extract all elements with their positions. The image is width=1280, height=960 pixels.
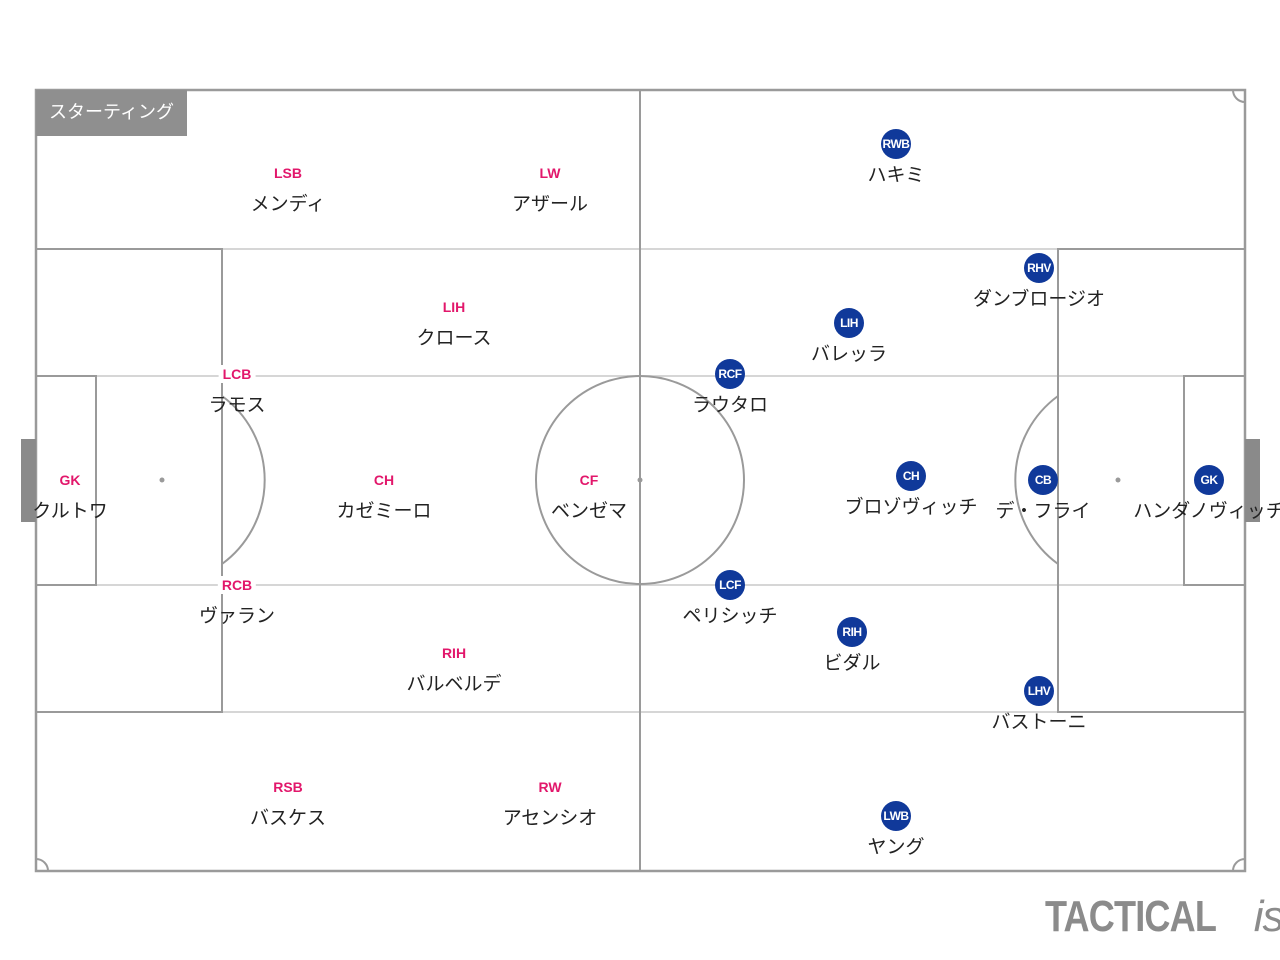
away-position-ch[interactable]: CH [896,461,926,491]
away-position-rhv[interactable]: RHV [1024,253,1054,283]
home-player-name-rih[interactable]: バルベルデ [406,673,502,695]
away-player-name-cb[interactable]: デ・フライ [995,500,1091,522]
home-position-lih[interactable]: LIH [438,298,470,316]
home-player-name-rw[interactable]: アセンシオ [502,807,598,829]
away-player-name-rwb[interactable]: ハキミ [867,164,925,186]
home-position-lcb[interactable]: LCB [218,365,256,383]
home-position-gk[interactable]: GK [55,471,85,489]
away-player-name-rhv[interactable]: ダンブロージオ [972,288,1106,310]
away-player-name-rcf[interactable]: ラウタロ [691,394,769,416]
home-position-rsb[interactable]: RSB [269,778,307,796]
home-player-name-lcb[interactable]: ラモス [208,394,266,416]
away-player-name-lwb[interactable]: ヤング [867,836,925,858]
right-penalty-arc [1014,395,1059,565]
home-player-name-cf[interactable]: ベンゼマ [550,500,628,522]
center-circle [535,375,745,585]
center-spot [637,477,643,483]
away-position-lwb[interactable]: LWB [881,801,911,831]
away-player-name-ch[interactable]: ブロゾヴィッチ [844,496,978,518]
home-player-name-lw[interactable]: アザール [511,193,589,215]
away-position-cb[interactable]: CB [1028,465,1058,495]
home-player-name-rsb[interactable]: バスケス [249,807,327,829]
away-player-name-lcf[interactable]: ペリシッチ [682,605,778,627]
tab-starting[interactable]: スターティング [36,90,187,136]
home-player-name-ch[interactable]: カゼミーロ [336,500,432,522]
right-penalty-spot [1115,477,1121,483]
tacticalista-logo: TACTICAL ista [1045,892,1280,942]
away-position-rcf[interactable]: RCF [715,359,745,389]
home-position-ch[interactable]: CH [369,471,399,489]
away-player-name-lhv[interactable]: バストーニ [991,711,1087,733]
home-player-name-lsb[interactable]: メンディ [250,193,326,215]
corner-arc-bottom-right [1232,858,1246,872]
logo-italic-text: ista [1253,892,1280,941]
right-goal [1245,439,1260,522]
corner-arc-top-right [1232,89,1246,103]
left-penalty-spot [159,477,165,483]
away-position-lhv[interactable]: LHV [1024,676,1054,706]
away-position-rih[interactable]: RIH [837,617,867,647]
away-player-name-gk[interactable]: ハンダノヴィッチ [1133,500,1280,522]
away-position-gk[interactable]: GK [1194,465,1224,495]
away-position-rwb[interactable]: RWB [881,129,911,159]
home-player-name-lih[interactable]: クロース [416,327,492,349]
away-player-name-rih[interactable]: ビダル [823,652,881,674]
home-position-rih[interactable]: RIH [437,644,471,662]
home-position-rcb[interactable]: RCB [217,576,257,594]
away-player-name-lih[interactable]: バレッラ [810,343,888,365]
away-position-lih[interactable]: LIH [834,308,864,338]
home-position-rw[interactable]: RW [534,778,566,796]
home-player-name-gk[interactable]: クルトワ [32,500,108,522]
logo-bold-text: TACTICAL [1045,892,1217,941]
away-position-lcf[interactable]: LCF [715,570,745,600]
home-position-cf[interactable]: CF [575,471,603,489]
home-position-lw[interactable]: LW [535,164,565,182]
left-penalty-arc [221,395,266,565]
left-goal [21,439,36,522]
home-position-lsb[interactable]: LSB [270,164,306,182]
corner-arc-bottom-left [35,858,49,872]
home-player-name-rcb[interactable]: ヴァラン [198,605,276,627]
